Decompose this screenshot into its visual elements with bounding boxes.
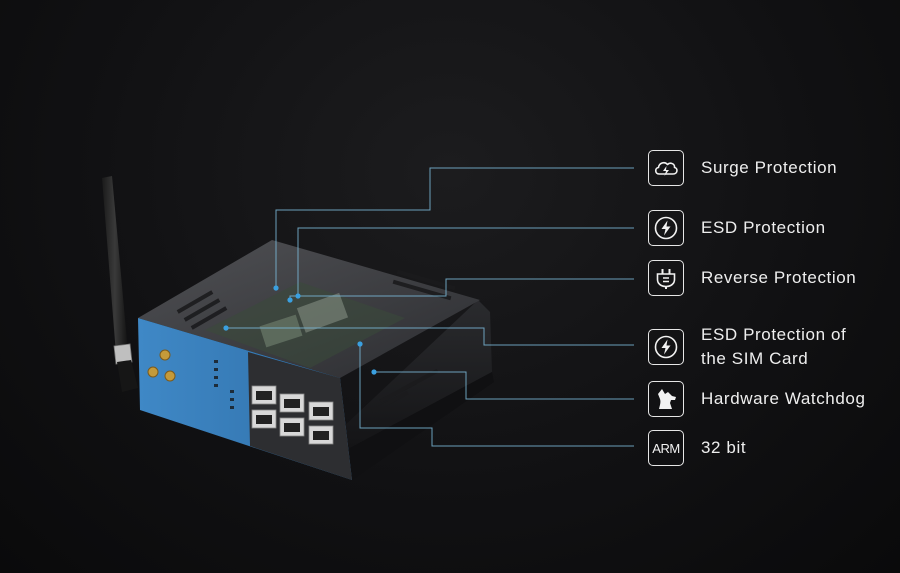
vent-slots xyxy=(176,269,456,414)
callout-arm xyxy=(359,344,634,447)
feature-label: Reverse Protection xyxy=(701,266,856,290)
dog-head-icon xyxy=(648,381,684,417)
feature-surge-protection: Surge Protection xyxy=(648,150,837,186)
esd-bolt-icon xyxy=(648,210,684,246)
callout-lines xyxy=(226,167,634,447)
feature-arm-32bit: ARM 32 bit xyxy=(648,430,746,466)
feature-label-line: 32 bit xyxy=(701,438,747,457)
feature-label-line: Reverse Protection xyxy=(701,268,857,287)
router-side-panel xyxy=(340,300,492,448)
callout-dots xyxy=(223,285,377,375)
callout-sim xyxy=(226,327,634,346)
callout-esd xyxy=(297,227,634,296)
surge-cloud-bolt-icon xyxy=(648,150,684,186)
arm-badge-text: ARM xyxy=(652,440,680,456)
feature-label-line: ESD Protection of xyxy=(701,325,847,344)
feature-hardware-watchdog: Hardware Watchdog xyxy=(648,381,866,417)
feature-label: 32 bit xyxy=(701,436,746,460)
antenna-whip xyxy=(102,176,128,354)
board-module xyxy=(296,292,349,333)
feature-label-line: the SIM Card xyxy=(701,349,809,368)
feature-label-line: ESD Protection xyxy=(701,218,826,237)
feature-label: ESD Protection xyxy=(701,216,826,240)
feature-label-line: Hardware Watchdog xyxy=(701,389,866,408)
router-front-bezel xyxy=(248,352,352,480)
status-leds xyxy=(214,360,234,409)
feature-label-line: Surge Protection xyxy=(701,158,838,177)
antenna-base xyxy=(117,360,138,392)
feature-esd-sim-card: ESD Protection of the SIM Card xyxy=(648,323,846,371)
callout-surge xyxy=(275,167,634,288)
feature-esd-protection: ESD Protection xyxy=(648,210,826,246)
sim-bolt-icon xyxy=(648,329,684,365)
antenna-hinge xyxy=(113,343,133,365)
ethernet-port-holes xyxy=(256,391,329,440)
feature-label: Surge Protection xyxy=(701,156,837,180)
feature-label: ESD Protection of the SIM Card xyxy=(701,323,846,371)
power-plug-icon xyxy=(648,260,684,296)
feature-reverse-protection: Reverse Protection xyxy=(648,260,856,296)
callout-reverse xyxy=(289,278,634,300)
callout-watchdog xyxy=(374,371,634,400)
antenna xyxy=(102,176,138,392)
router-device xyxy=(138,240,494,480)
board-chip xyxy=(259,314,303,348)
antenna-connectors xyxy=(147,349,176,382)
arm-chip-icon: ARM xyxy=(648,430,684,466)
feature-label: Hardware Watchdog xyxy=(701,387,866,411)
